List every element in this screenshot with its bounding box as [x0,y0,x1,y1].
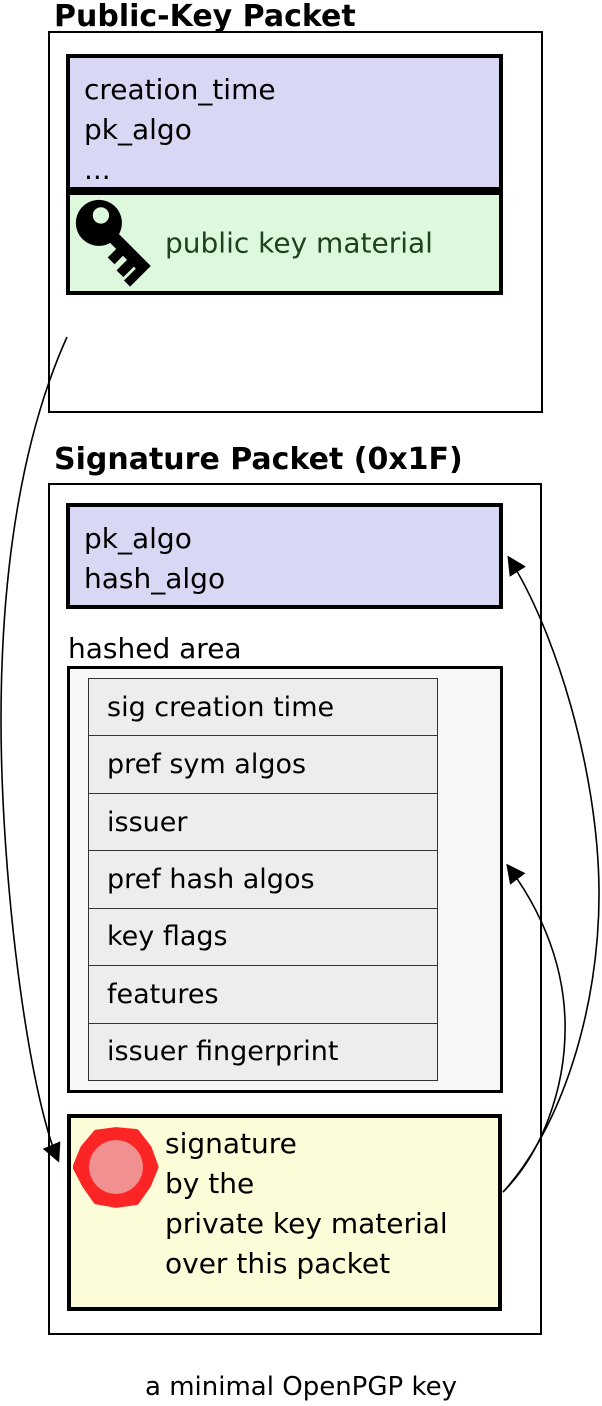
public-key-material-label: public key material [165,226,433,260]
signature-line: by the [165,1167,255,1200]
subpacket-row: features [89,965,437,1023]
subpacket-row: issuer fingerprint [89,1022,437,1080]
pk-fields-box: creation_time pk_algo ... [66,54,503,191]
hashed-area-label: hashed area [68,632,242,665]
seal-icon [73,1127,159,1208]
subpacket-row: pref sym algos [89,735,437,793]
subpacket-row: pref hash algos [89,850,437,908]
signature-line: signature [165,1127,297,1160]
field-ellipsis: ... [84,153,111,186]
field-pk-algo: pk_algo [84,113,192,146]
sig-packet-title: Signature Packet (0x1F) [54,442,463,477]
pk-packet-title: Public-Key Packet [54,0,356,34]
signature-line: private key material [165,1207,448,1240]
field-creation-time: creation_time [84,73,276,106]
sig-fields-box: pk_algo hash_algo [66,503,503,609]
subpacket-row: sig creation time [89,679,437,736]
subpacket-row: key flags [89,907,437,966]
field-sig-pk-algo: pk_algo [84,522,192,555]
public-key-material-box: public key material [66,191,503,295]
signature-text: signature by the private key material ov… [165,1124,448,1284]
field-sig-hash-algo: hash_algo [84,562,226,595]
key-icon [75,199,151,287]
diagram-caption: a minimal OpenPGP key [145,1372,457,1402]
signature-box: signature by the private key material ov… [67,1114,502,1311]
subpacket-row: issuer [89,792,437,851]
subpacket-list: sig creation time pref sym algos issuer … [88,678,438,1081]
signature-line: over this packet [165,1247,391,1280]
